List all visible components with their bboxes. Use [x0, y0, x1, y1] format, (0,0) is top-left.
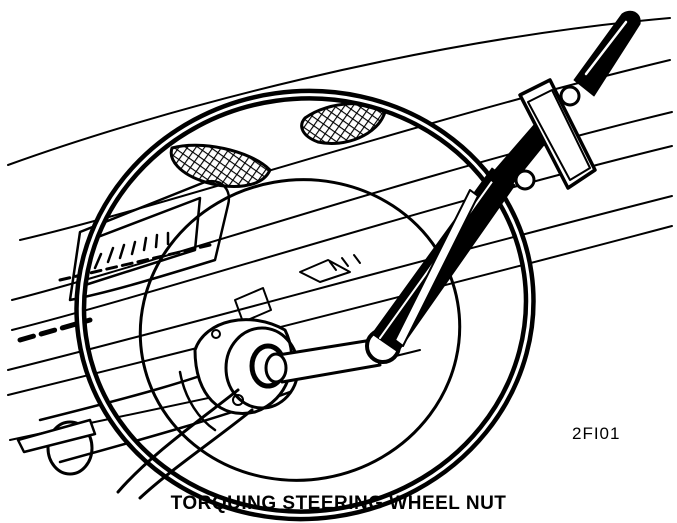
dashboard-lines	[7, 17, 673, 441]
torque-wrench	[264, 117, 557, 384]
defroster-vent-right	[300, 102, 387, 145]
wrench-handle	[573, 10, 641, 97]
figure-id-label: 2FI01	[572, 424, 621, 443]
torque-dial	[514, 78, 597, 191]
figure-caption: TORQUING STEERING WHEEL NUT	[170, 493, 507, 514]
steering-wheel-spokes	[116, 178, 462, 500]
steering-wheel-rim	[74, 88, 536, 522]
instrument-cluster	[17, 179, 231, 343]
defroster-vent-left	[169, 143, 272, 188]
dash-switches	[234, 254, 361, 323]
